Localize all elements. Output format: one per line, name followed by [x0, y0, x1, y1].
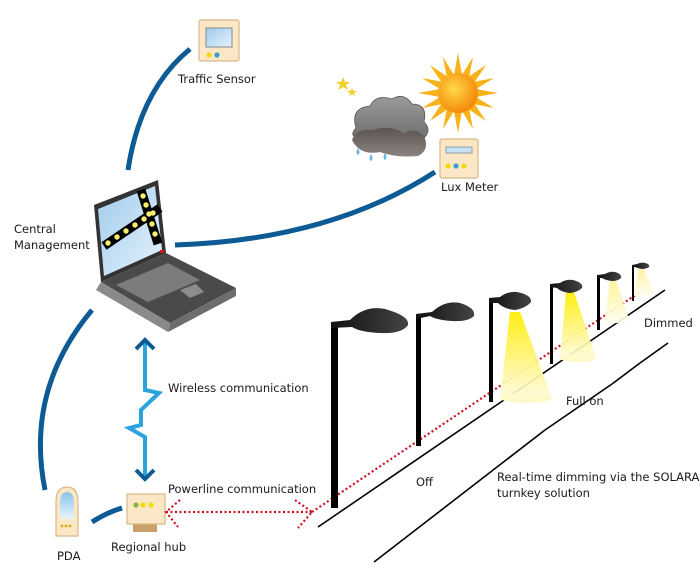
- connector-pda-hub: [90, 505, 123, 525]
- street-lamp-full-on: [550, 279, 596, 364]
- connector-laptop-pda: [37, 308, 94, 491]
- lamp-state-off-label: Off: [416, 475, 433, 489]
- pda-label: PDA: [57, 549, 81, 563]
- central-management-label-line1: Central: [14, 222, 56, 236]
- road: [317, 289, 669, 563]
- powerline-communication-label: Powerline communication: [168, 482, 317, 496]
- connectors: [37, 47, 437, 525]
- connector-laptop-lux-meter: [174, 169, 437, 248]
- lamp-state-full-on-label: Full on: [566, 394, 604, 408]
- moon-icon: [357, 48, 388, 82]
- caption-line2: turnkey solution: [497, 486, 590, 500]
- caption-line1: Real-time dimming via the SOLARA: [497, 470, 700, 484]
- street-lamp-off: [331, 308, 409, 508]
- street-lamp-full-on: [489, 291, 552, 403]
- sun-icon: [418, 53, 498, 133]
- connector-laptop-traffic-sensor: [125, 47, 192, 171]
- wireless-communication-label: Wireless communication: [168, 381, 309, 395]
- lamp-state-dimmed-label: Dimmed: [644, 316, 693, 330]
- wireless-link: [123, 337, 164, 482]
- stars-icon: [336, 77, 357, 96]
- street-lamp-dimmed: [597, 271, 630, 330]
- street-lamps: [331, 262, 654, 508]
- wireless-arrow-up-icon: [134, 337, 156, 351]
- regional-hub-device: [126, 493, 166, 532]
- street-lamp-dimmed: [632, 262, 654, 301]
- lux-meter-label: Lux Meter: [441, 180, 499, 194]
- street-lamp-off: [416, 302, 475, 446]
- rain-cloud-icon: [352, 96, 429, 161]
- pda-device: [55, 486, 79, 537]
- central-management-label-line2: Management: [14, 238, 90, 252]
- traffic-sensor-device: [198, 19, 240, 62]
- lux-meter-device: [439, 138, 479, 179]
- laptop-icon: [94, 180, 236, 332]
- traffic-sensor-label: Traffic Sensor: [178, 72, 256, 86]
- regional-hub-label: Regional hub: [111, 540, 187, 554]
- wireless-arrow-down-icon: [134, 468, 156, 482]
